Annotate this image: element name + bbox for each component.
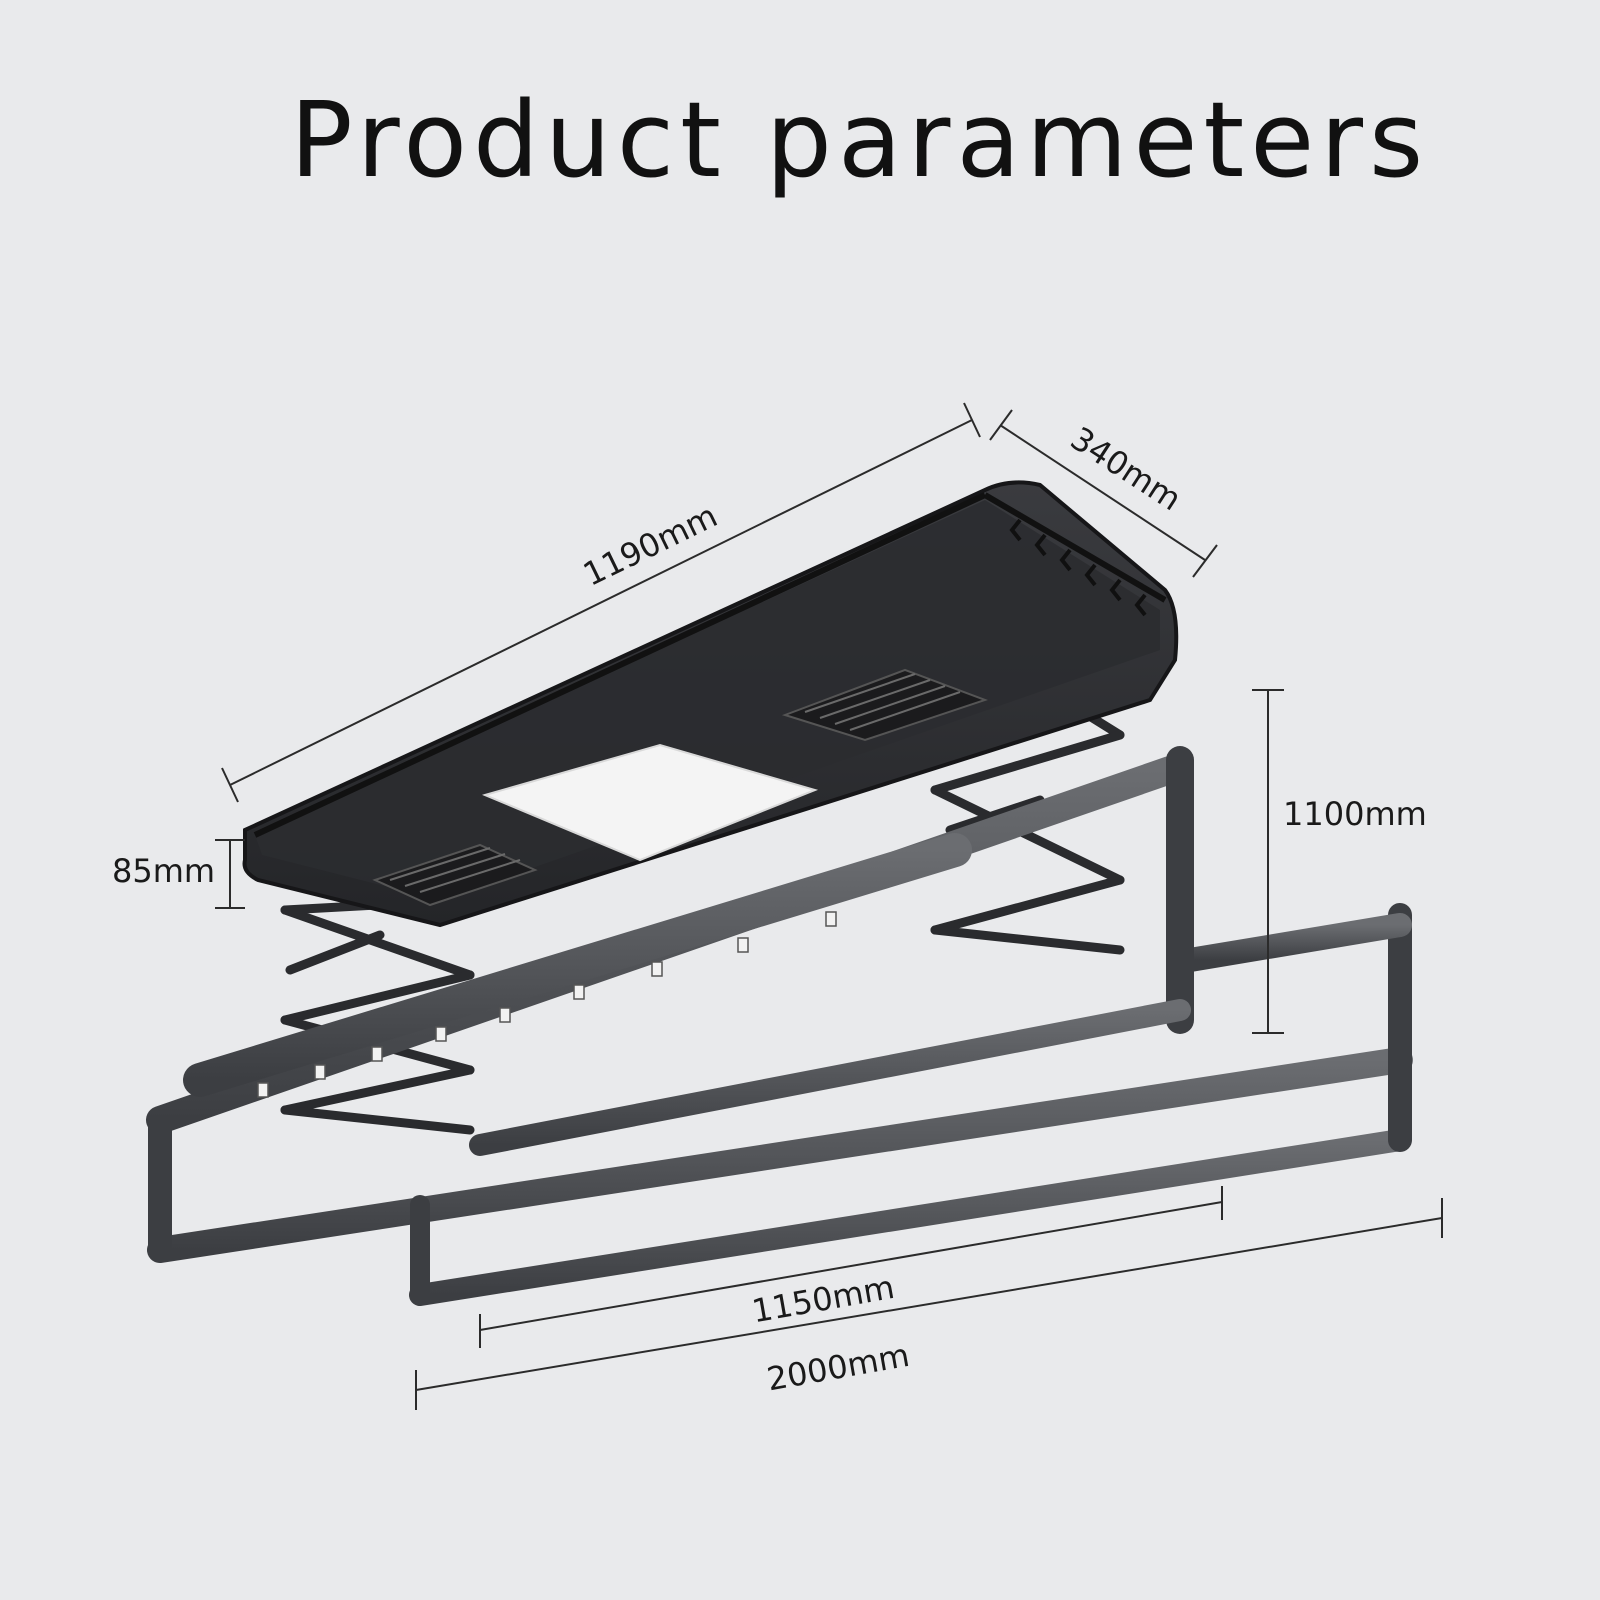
dimension-rod-long: 2000mm xyxy=(415,1198,1443,1410)
page-title: Product parameters xyxy=(290,79,1430,201)
end-chevron-lights xyxy=(1009,518,1147,617)
dimension-lift: 1100mm xyxy=(1252,689,1427,1034)
air-vent-right xyxy=(781,668,988,742)
motor-housing xyxy=(242,480,1179,928)
rod-long-label: 2000mm xyxy=(764,1336,912,1398)
led-light-panel xyxy=(481,743,819,862)
air-vent-left xyxy=(372,843,538,907)
height-label: 85mm xyxy=(112,852,215,890)
hanger-hooks xyxy=(257,911,837,1098)
width-label: 340mm xyxy=(1064,419,1188,518)
main-hanging-bar xyxy=(183,833,972,1098)
dimension-height: 85mm xyxy=(112,839,245,909)
lift-label: 1100mm xyxy=(1283,795,1427,833)
